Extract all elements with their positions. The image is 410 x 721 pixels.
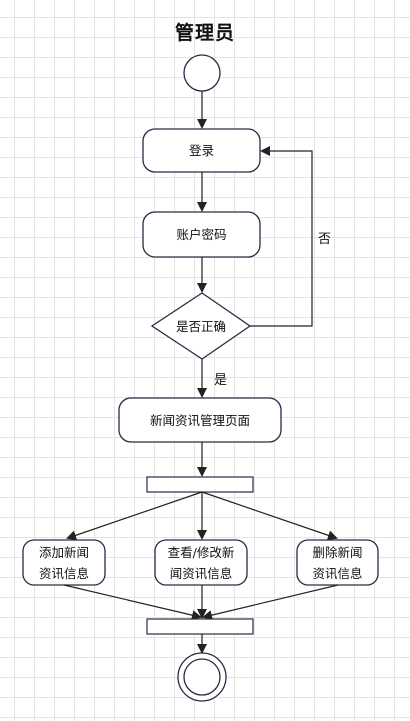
decision-label: 是否正确	[175, 319, 226, 334]
add-news-label-line1: 添加新闻	[38, 545, 89, 560]
diagram-title: 管理员	[174, 22, 235, 44]
start-node	[183, 54, 221, 92]
edge-label-no: 否	[318, 232, 332, 247]
delete-news-label-line1: 删除新闻	[312, 545, 363, 560]
edge-no-loop	[250, 146, 313, 327]
edge-fork-delete	[201, 491, 338, 541]
login-label: 登录	[188, 143, 214, 158]
end-node-inner	[183, 658, 221, 696]
add-news-label-line2: 资讯信息	[38, 566, 89, 581]
view-edit-news-node	[154, 539, 248, 586]
join-bar	[146, 618, 254, 635]
edge-fork-add	[66, 491, 203, 541]
view-edit-label-line2: 闻资讯信息	[169, 566, 233, 581]
edge-delete-join	[202, 584, 339, 621]
delete-news-label-line2: 资讯信息	[312, 566, 363, 581]
fork-bar	[146, 476, 254, 493]
news-page-node	[118, 397, 282, 443]
edge-label-yes: 是	[214, 373, 228, 388]
view-edit-label-line1: 查看/修改新	[167, 545, 235, 560]
edge-add-join	[63, 584, 202, 621]
news-page-label: 新闻资讯管理页面	[149, 413, 250, 428]
credentials-label: 账户密码	[176, 227, 227, 242]
